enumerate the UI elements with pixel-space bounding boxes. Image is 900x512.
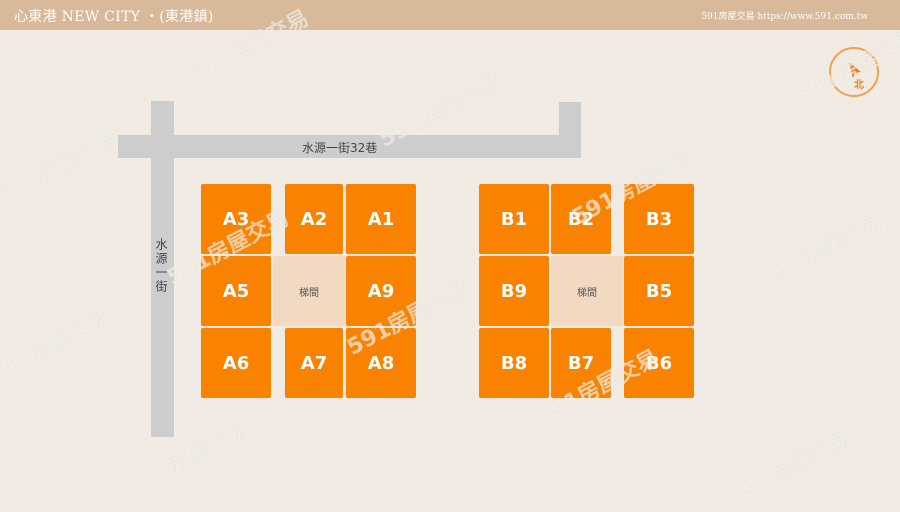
watermark: 591房屋交易 [0,125,124,211]
north-compass: 北 [829,47,879,97]
unit-b1[interactable]: B1 [479,184,549,254]
unit-a9[interactable]: A9 [346,256,416,326]
stairwell-b: 梯間 [551,256,623,326]
road-left-label: 水源一街 [154,238,168,294]
road-top-label: 水源一街32巷 [302,141,378,155]
north-arrow-icon [849,62,861,79]
source-link[interactable]: 591房屋交易 https://www.591.com.tw [701,12,868,22]
road-left [151,101,174,437]
unit-b8[interactable]: B8 [479,328,549,398]
unit-a1[interactable]: A1 [346,184,416,254]
compass-north-label: 北 [854,80,864,91]
watermark: 591房屋交易 [755,207,886,293]
road-top-right-stub [559,102,581,158]
unit-b2[interactable]: B2 [551,184,611,254]
watermark: 591房屋交易 [0,305,114,391]
unit-a7[interactable]: A7 [285,328,343,398]
page-title: 心東港 NEW CITY ・(東港鎮) [14,9,214,25]
unit-b9[interactable]: B9 [479,256,549,326]
unit-a6[interactable]: A6 [201,328,271,398]
watermark: 591房屋交易 [121,415,252,501]
watermark: 591房屋交易 [725,425,856,511]
stairwell-a: 梯間 [273,256,345,326]
unit-a8[interactable]: A8 [346,328,416,398]
unit-a5[interactable]: A5 [201,256,271,326]
unit-b6[interactable]: B6 [624,328,694,398]
unit-a3[interactable]: A3 [201,184,271,254]
road-top [118,135,581,158]
header-bar: 心東港 NEW CITY ・(東港鎮) 591房屋交易 https://www.… [0,0,900,30]
unit-b5[interactable]: B5 [624,256,694,326]
unit-b7[interactable]: B7 [551,328,611,398]
unit-a2[interactable]: A2 [285,184,343,254]
unit-b3[interactable]: B3 [624,184,694,254]
